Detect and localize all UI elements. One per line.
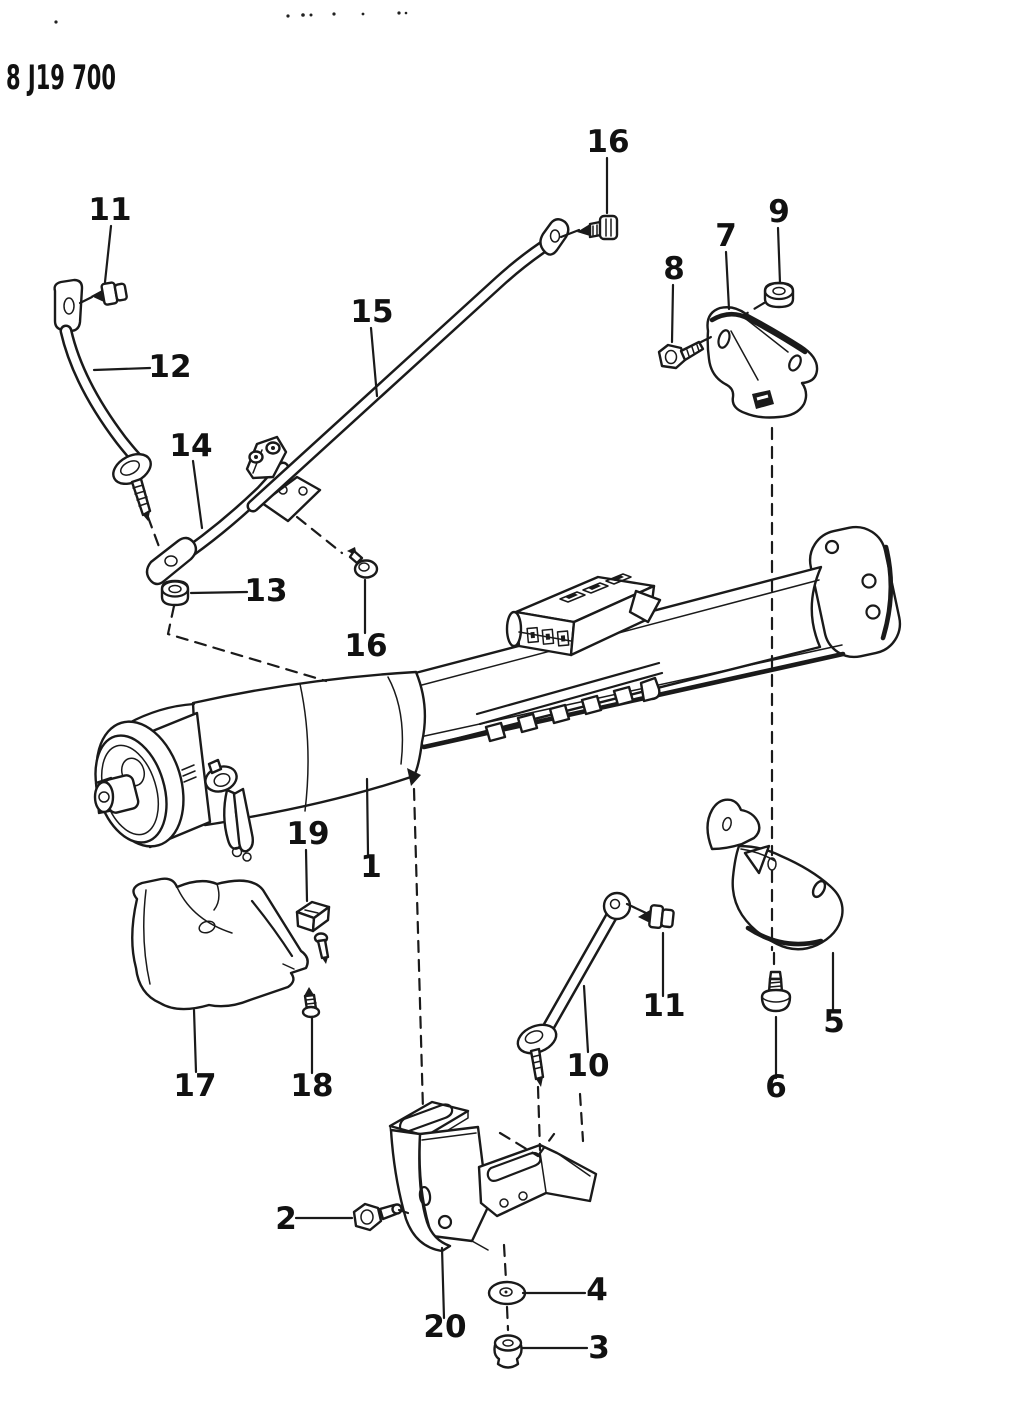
callout-11-lower: 11 — [642, 988, 685, 1024]
callout-8: 8 — [663, 251, 685, 287]
scan-specks — [54, 11, 408, 24]
figure-code: 8 J19 700 — [6, 58, 116, 98]
part-shroud-17 — [131, 877, 309, 1011]
part-nut-13 — [160, 579, 190, 607]
part-strap-12 — [53, 278, 152, 521]
callout-20: 20 — [423, 1309, 466, 1345]
assembly-dashed-lines — [146, 301, 776, 1332]
callout-4: 4 — [586, 1272, 608, 1308]
part-grommet-3 — [493, 1334, 523, 1369]
callout-leaders — [92, 156, 835, 1350]
callout-12: 12 — [148, 349, 191, 385]
part-column-assembly — [93, 525, 902, 862]
ignition-key-icon — [204, 758, 255, 862]
callout-3: 3 — [588, 1330, 610, 1366]
part-bracket-7 — [706, 306, 819, 419]
callout-6: 6 — [765, 1069, 787, 1105]
callout-16-lower: 16 — [344, 628, 387, 664]
part-strap-15 — [246, 218, 570, 513]
part-nut-9 — [763, 281, 795, 309]
callout-10: 10 — [566, 1048, 609, 1084]
part-bolt-8 — [657, 340, 705, 370]
callout-14: 14 — [169, 428, 212, 464]
callout-1: 1 — [360, 849, 382, 885]
part-screw-16-upper — [559, 214, 619, 241]
callout-5: 5 — [823, 1004, 845, 1040]
callout-17: 17 — [173, 1068, 216, 1104]
connector-block — [505, 573, 662, 657]
callout-11-upper: 11 — [88, 192, 131, 228]
callouts: 11 12 14 15 16 8 7 9 13 16 19 1 17 18 10… — [88, 124, 844, 1366]
part-screw-18 — [301, 987, 321, 1019]
part-clip-19 — [295, 900, 331, 964]
part-screw-16-lower — [347, 547, 379, 579]
part-bolt-2 — [352, 1202, 403, 1232]
callout-19: 19 — [286, 816, 329, 852]
callout-15: 15 — [350, 294, 393, 330]
callout-18: 18 — [290, 1068, 333, 1104]
callout-7: 7 — [715, 218, 737, 254]
part-bolt-11-upper — [91, 281, 128, 306]
part-bolt-11-lower — [638, 904, 675, 930]
part-washer-4 — [487, 1280, 527, 1306]
part-bolt-6 — [760, 970, 792, 1013]
part-bracket-5 — [706, 798, 844, 951]
callout-13: 13 — [244, 573, 287, 609]
callout-9: 9 — [768, 194, 790, 230]
callout-2: 2 — [275, 1201, 297, 1237]
part-strap-10 — [516, 891, 648, 1087]
callout-16-upper: 16 — [586, 124, 629, 160]
part-bracket-20 — [388, 1100, 598, 1253]
